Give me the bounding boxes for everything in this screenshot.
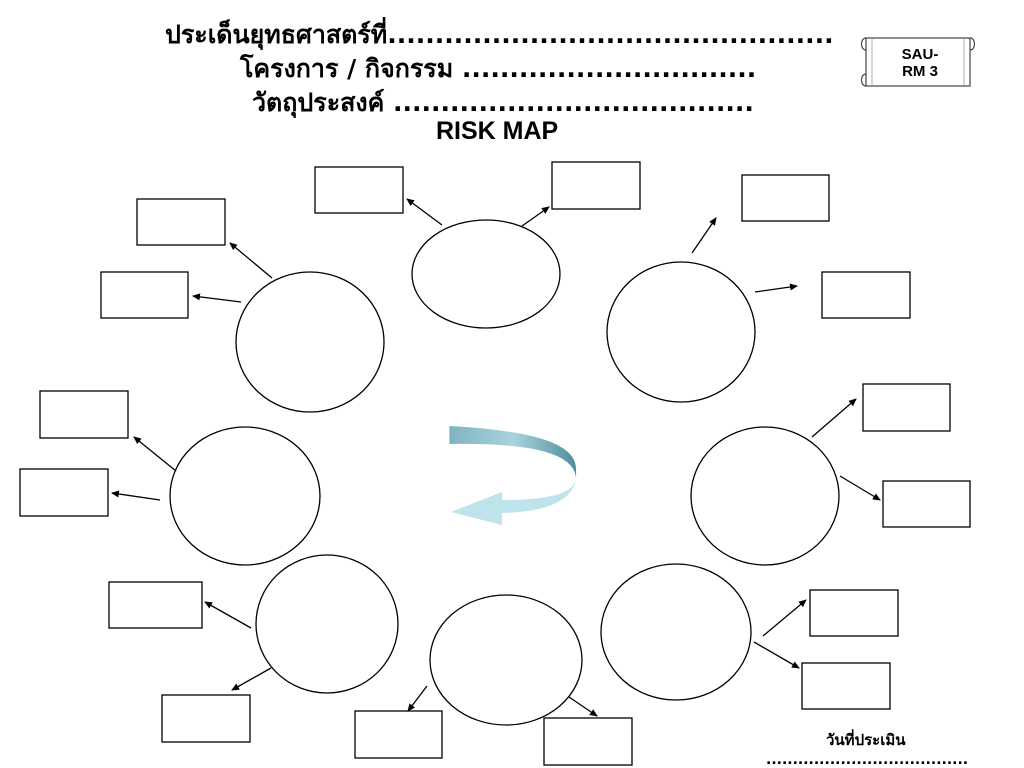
connector-arrow — [753, 641, 800, 669]
risk-box — [862, 383, 951, 432]
connector-arrow — [521, 206, 550, 227]
page-title: RISK MAP — [436, 117, 559, 145]
connector-arrow — [811, 398, 857, 438]
badge-line: RM 3 — [902, 63, 938, 80]
connector-arrow — [839, 475, 881, 501]
risk-circle — [411, 219, 561, 329]
risk-circle — [169, 426, 321, 566]
scroll-icon — [860, 37, 976, 87]
objective-line: วัตถุประสงค์ ...........................… — [252, 88, 754, 117]
risk-box — [314, 166, 404, 214]
connector-arrow — [204, 601, 252, 629]
risk-circle — [255, 554, 399, 694]
risk-box — [100, 271, 189, 319]
connector-arrow — [407, 685, 428, 712]
risk-box — [882, 480, 971, 528]
risk-box — [19, 468, 109, 517]
risk-circle — [606, 261, 756, 403]
connector-arrow — [192, 293, 242, 303]
risk-box — [801, 662, 891, 710]
risk-box — [741, 174, 830, 222]
connector-arrow — [406, 198, 443, 226]
project-line: โครงการ / กิจกรรม ......................… — [240, 54, 757, 83]
connector-arrow — [754, 283, 798, 293]
risk-circle — [429, 594, 583, 726]
risk-box — [543, 717, 633, 766]
eval-date-label: วันที่ประเมิน — [826, 731, 906, 749]
risk-box — [354, 710, 443, 759]
strategic-issue-line: ประเด็นยุทธศาสตร์ที่....................… — [165, 20, 834, 49]
badge-line: SAU- — [901, 46, 939, 63]
risk-box — [39, 390, 129, 439]
curved-arrow-icon — [449, 426, 577, 525]
risk-circle — [690, 426, 840, 566]
connector-arrow — [568, 696, 598, 717]
risk-box — [161, 694, 251, 743]
connector-arrow — [231, 667, 272, 691]
risk-box — [551, 161, 641, 210]
connector-arrow — [691, 217, 717, 254]
connector-arrow — [111, 490, 161, 501]
risk-circle — [235, 271, 385, 413]
risk-box — [108, 581, 203, 629]
connector-arrow — [133, 436, 177, 472]
connector-arrow — [762, 599, 807, 637]
risk-box — [821, 271, 911, 319]
connector-arrow — [229, 242, 273, 279]
eval-date-field[interactable]: ...................................... — [766, 752, 969, 768]
risk-box — [136, 198, 226, 246]
form-code-badge: SAU- RM 3 — [884, 46, 956, 80]
risk-circle — [600, 563, 752, 701]
risk-box — [809, 589, 899, 637]
